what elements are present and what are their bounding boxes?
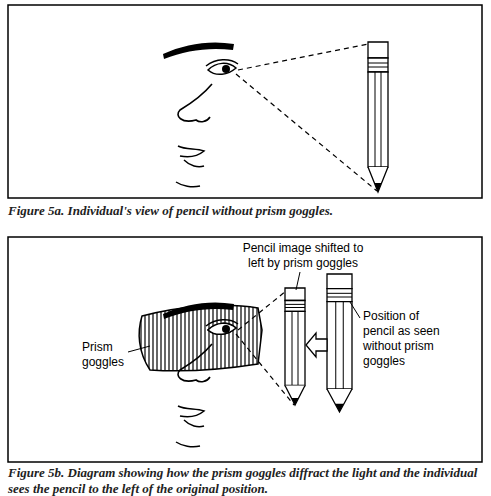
figure-caption: Figure 5b. Diagram showing how the prism…	[8, 465, 486, 496]
pencil-image	[285, 288, 305, 405]
panel-frame	[8, 5, 482, 198]
pencil	[368, 42, 388, 192]
prism-goggles	[139, 305, 262, 371]
pencil-original	[327, 274, 352, 412]
callout-label: Position of pencil as seen without prism…	[363, 309, 443, 369]
callout-label: Pencil image shifted to left by prism go…	[238, 241, 368, 271]
sight-line	[238, 291, 286, 330]
eye	[208, 323, 236, 334]
leader-line	[296, 272, 300, 290]
leader-line	[128, 346, 150, 352]
sight-line	[236, 74, 377, 191]
leader-line	[350, 302, 360, 318]
panel-frame	[8, 237, 482, 462]
face-profile	[163, 42, 238, 186]
shift-arrow	[306, 333, 327, 357]
figure-caption: Figure 5a. Individual's view of pencil w…	[8, 203, 484, 219]
callout-label: Prism goggles	[82, 340, 132, 370]
sight-line	[238, 44, 368, 70]
